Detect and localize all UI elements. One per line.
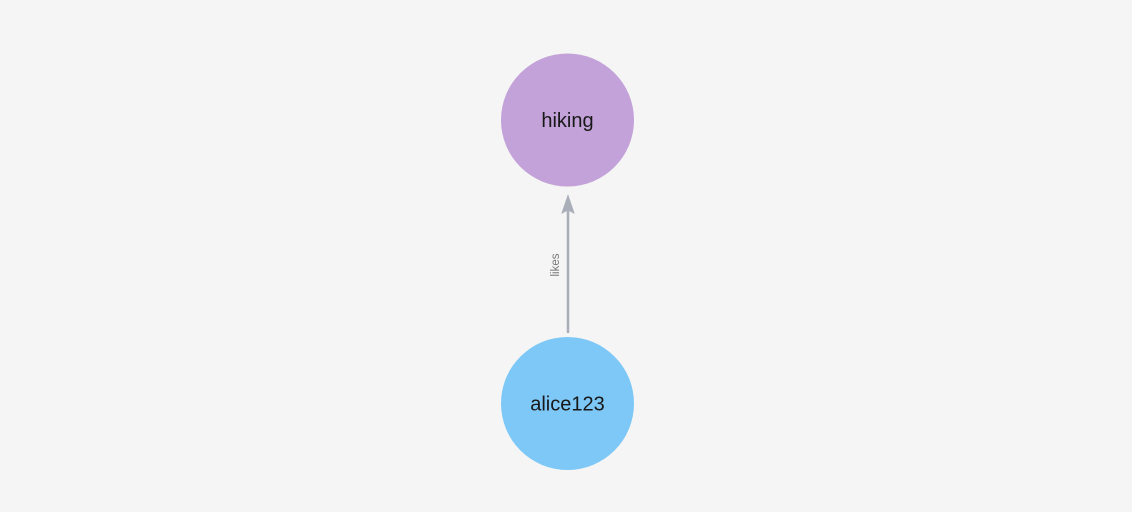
node-alice123-circle[interactable]	[501, 337, 634, 470]
node-hiking-circle[interactable]	[501, 53, 634, 187]
node-hiking[interactable]: hiking	[501, 53, 634, 187]
node-alice123[interactable]: alice123	[501, 337, 634, 470]
edge-alice123-likes-hiking[interactable]: likes	[550, 194, 575, 333]
node-alice123-label: alice123	[530, 394, 605, 416]
node-hiking-label: hiking	[541, 110, 593, 132]
edge-label-likes: likes	[550, 253, 562, 276]
edge-arrowhead-icon	[561, 194, 575, 214]
